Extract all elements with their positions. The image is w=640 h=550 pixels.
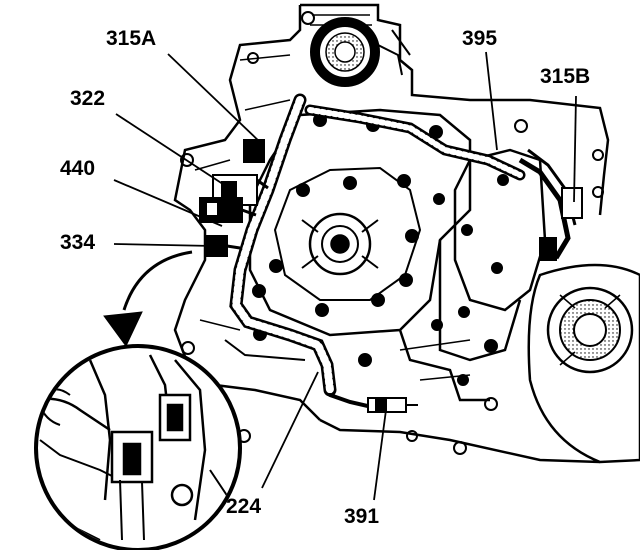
channel-plate [224,148,547,402]
valve-body-bolts [252,113,445,367]
callout-224: 224 [226,495,262,518]
connector-315b [518,148,583,261]
callout-322: 322 [70,87,106,110]
leader-lines [113,51,577,501]
callout-315a: 315A [106,27,157,50]
channel-plate-bolts [431,174,509,386]
callout-391: 391 [344,505,380,528]
case-bolt-holes [180,11,604,455]
left-connectors [199,139,269,257]
center-hub [301,212,379,276]
detail-arrow [103,250,193,347]
wiring-harness [229,93,526,412]
shaft-seal [310,17,411,87]
callout-315b: 315B [540,65,591,88]
callout-440: 440 [60,157,96,180]
callout-395: 395 [462,27,498,50]
connector-391 [367,397,418,413]
callout-334: 334 [60,231,96,254]
detail-magnifier [34,344,242,550]
differential-housing [527,263,640,464]
